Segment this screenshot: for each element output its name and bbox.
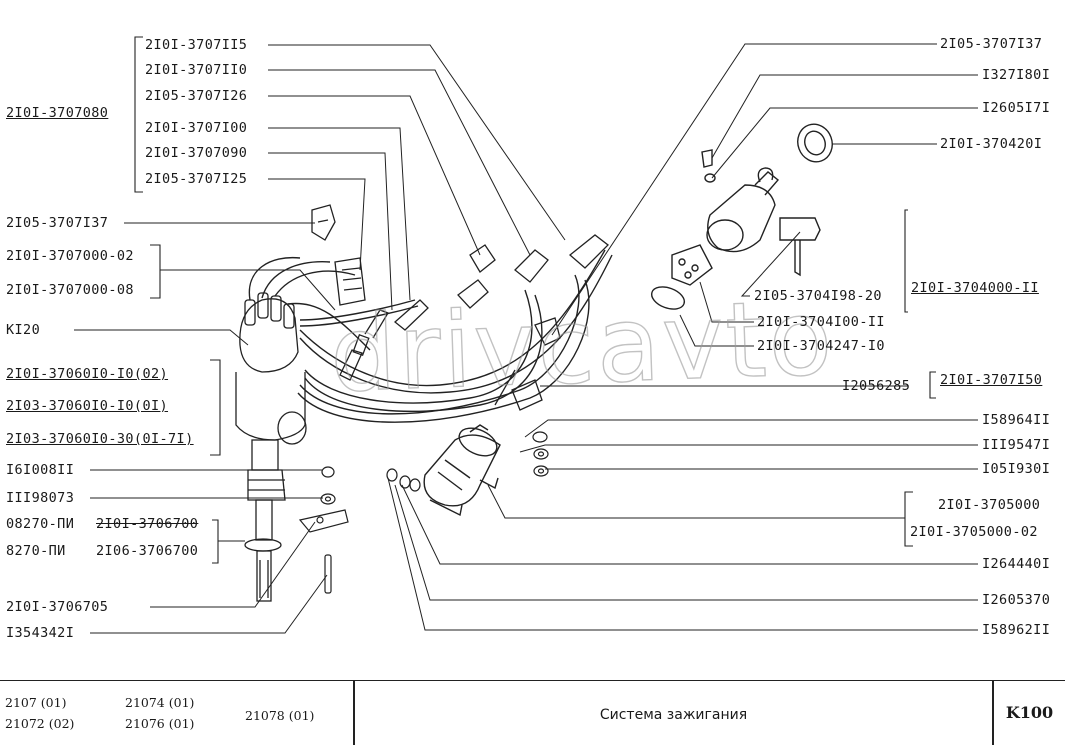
part-label: 2I0I-3707000-08 [6, 282, 134, 298]
part-label: 8270-ПИ [6, 543, 66, 559]
part-label: III98073 [6, 490, 75, 506]
part-label: 2I0I-37060I0-I0(02) [6, 366, 169, 382]
page-number: K100 [1005, 703, 1054, 722]
model-code: 2107 (01) [5, 695, 67, 710]
footer-divider [353, 681, 355, 745]
part-label: 2I0I-3707I00 [145, 120, 248, 136]
part-label: 2I0I-3704247-I0 [757, 338, 885, 354]
right-leaders [387, 43, 978, 631]
part-label: 2I03-37060I0-I0(0I) [6, 398, 169, 414]
model-code: 21072 (02) [5, 716, 75, 731]
part-label: I05I930I [982, 461, 1051, 477]
part-label: 2I0I-3707II0 [145, 62, 248, 78]
distributor [235, 292, 307, 602]
footer-divider [992, 681, 994, 745]
part-label: I354342I [6, 625, 75, 641]
part-label: 2I05-3707I37 [940, 36, 1043, 52]
model-code: 21074 (01) [125, 695, 195, 710]
cable-boots [457, 234, 609, 411]
part-label: 2I0I-3704000-II [911, 280, 1039, 296]
part-label: 2I05-3707I37 [6, 215, 109, 231]
wire-holder [311, 204, 366, 306]
left-brackets [134, 36, 221, 564]
model-code: 21076 (01) [125, 716, 195, 731]
part-label: I58964II [982, 412, 1051, 428]
part-label: I2605370 [982, 592, 1051, 608]
part-label: I2605I7I [982, 100, 1051, 116]
part-label: III9547I [982, 437, 1051, 453]
spark-plug [339, 299, 429, 381]
part-label: 2I0I-3707080 [6, 105, 109, 121]
part-label: 08270-ПИ [6, 516, 75, 532]
part-label: 2I0I-3705000-02 [910, 524, 1038, 540]
ignition-wires [248, 249, 613, 423]
part-label: 2I0I-3707090 [145, 145, 248, 161]
part-label: 2I0I-3707000-02 [6, 248, 134, 264]
part-label: I327I80I [982, 67, 1051, 83]
parts-diagram: drivcavto 2I0I-3707II5 2I0I-3707II0 2I05… [6, 36, 1051, 641]
part-label: 2I0I-3706705 [6, 599, 109, 615]
footer-bar: 2107 (01) 21072 (02) 21074 (01) 21076 (0… [0, 680, 1065, 745]
part-label: 2I0I-3707I50 [940, 372, 1043, 388]
part-label: 2I06-3706700 [96, 543, 199, 559]
model-code: 21078 (01) [245, 708, 315, 723]
diagram-drawing [74, 36, 978, 634]
part-label: I264440I [982, 556, 1051, 572]
left-leaders [74, 44, 566, 634]
part-label: 2I0I-3706700 [96, 516, 199, 532]
part-label: 2I0I-370420I [940, 136, 1043, 152]
part-label: 2I05-3707I26 [145, 88, 248, 104]
part-label: 2I03-37060I0-30(0I-7I) [6, 431, 194, 447]
part-label: 2I05-3704I98-20 [754, 288, 882, 304]
part-label: 2I0I-3707II5 [145, 37, 248, 53]
distributor-small-parts [298, 466, 349, 594]
part-label: 2I0I-3705000 [938, 497, 1041, 513]
coil-fasteners [386, 431, 549, 492]
part-label: 2I05-3707I25 [145, 171, 248, 187]
right-brackets [904, 209, 936, 547]
ignition-switch [650, 123, 833, 310]
ignition-coil [423, 424, 501, 517]
part-label: I6I008II [6, 462, 75, 478]
part-label: I2056285 [842, 378, 911, 394]
part-label: I58962II [982, 622, 1051, 638]
part-label: KI20 [6, 322, 41, 338]
part-label: 2I0I-3704I00-II [757, 314, 885, 330]
page-title: Система зажигания [599, 707, 748, 723]
